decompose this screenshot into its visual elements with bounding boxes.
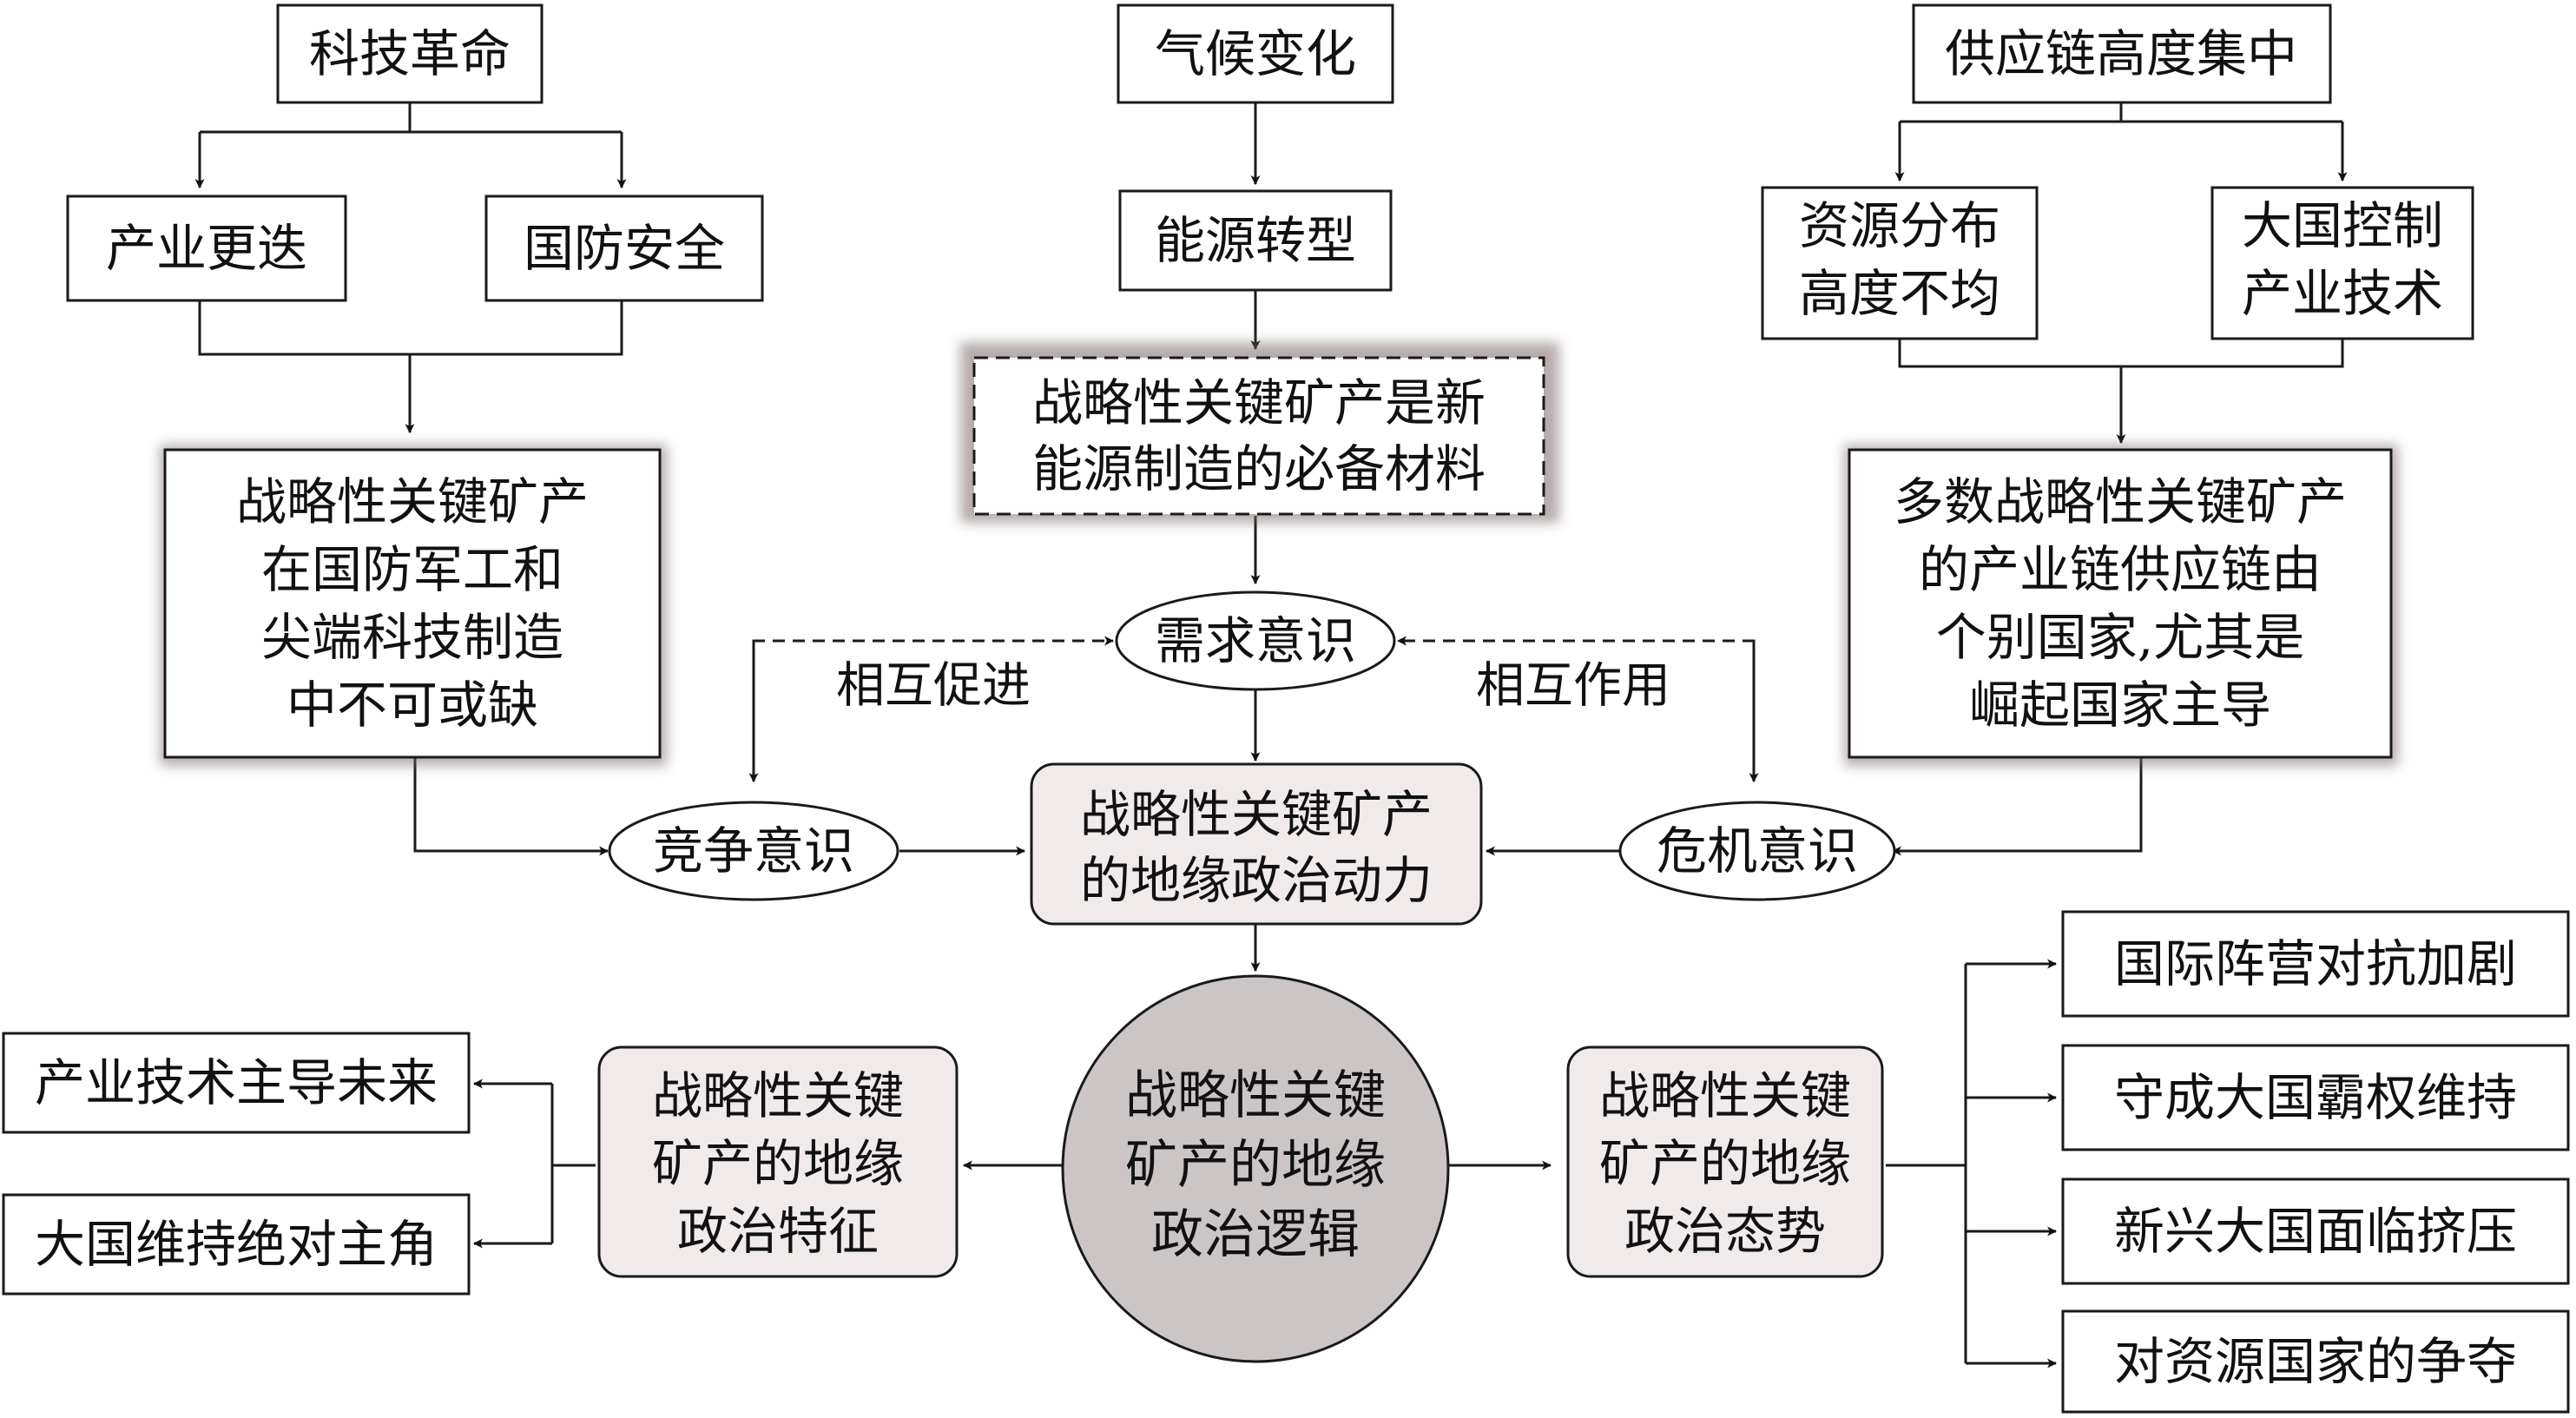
situation-item-label: 守成大国霸权维持 (2114, 1068, 2517, 1127)
node-label-line: 政治态势 (1624, 1202, 1826, 1261)
node-label-line: 大国控制 (2242, 196, 2443, 255)
node-label-line: 矿产的地缘 (1125, 1135, 1386, 1196)
node-label-line: 战略性关键 (1125, 1065, 1386, 1126)
node-label-line: 战略性关键矿产 (236, 472, 589, 531)
situation-item-label: 新兴大国面临挤压 (2114, 1202, 2517, 1261)
node-label-line: 矿产的地缘 (652, 1134, 904, 1193)
node-label: 能源转型 (1155, 211, 1356, 270)
node-label-line: 崛起国家主导 (1969, 676, 2271, 735)
node-label-line: 高度不均 (1799, 264, 2000, 323)
node-label: 气候变化 (1155, 24, 1356, 83)
node-new-energy-materials: 战略性关键矿产是新 能源制造的必备材料 (960, 342, 1559, 523)
situation-item: 守成大国霸权维持 (2061, 1044, 2570, 1151)
node-label: 科技革命 (309, 24, 511, 83)
node-label-line: 资源分布 (1799, 196, 2000, 255)
node-label-line: 的地缘政治动力 (1080, 851, 1433, 910)
node-competition-awareness: 竞争意识 (608, 801, 899, 901)
node-label-line: 多数战略性关键矿产 (1894, 472, 2347, 531)
node-label: 危机意识 (1657, 821, 1858, 880)
node-label-line: 的产业链供应链由 (1919, 540, 2322, 599)
node-label-line: 矿产的地缘 (1599, 1134, 1851, 1193)
node-label: 供应链高度集中 (1945, 24, 2297, 83)
feature-item: 产业技术主导未来 (2, 1032, 471, 1134)
node-demand-awareness: 需求意识 (1115, 590, 1396, 691)
node-geopolitical-logic: 战略性关键 矿产的地缘 政治逻辑 (1061, 974, 1450, 1363)
node-energy-transition: 能源转型 (1118, 189, 1393, 292)
situation-item-label: 国际阵营对抗加剧 (2114, 934, 2517, 993)
node-resource-uneven: 资源分布 高度不均 (1761, 186, 2039, 340)
node-defense-critical-minerals: 战略性关键矿产 在国防军工和 尖端科技制造 中不可或缺 (160, 445, 667, 766)
node-label-line: 战略性关键矿产 (1080, 785, 1433, 844)
node-industry-update: 产业更迭 (66, 195, 347, 302)
node-label-line: 战略性关键 (1599, 1066, 1851, 1125)
edge-label-mutual-promotion: 相互促进 (836, 658, 1031, 715)
node-label-line: 战略性关键 (652, 1066, 904, 1125)
feature-item-label: 产业技术主导未来 (35, 1053, 438, 1112)
node-crisis-awareness: 危机意识 (1618, 801, 1896, 901)
connectors (194, 102, 2348, 1369)
node-label-line: 在国防军工和 (261, 540, 563, 599)
node-label-line: 战略性关键矿产是新 (1032, 373, 1486, 432)
situation-item: 新兴大国面临挤压 (2061, 1177, 2570, 1285)
node-label-line: 中不可或缺 (287, 676, 538, 735)
situation-item: 对资源国家的争夺 (2061, 1309, 2570, 1414)
node-geopolitical-situation: 战略性关键 矿产的地缘 政治态势 (1566, 1045, 1884, 1278)
node-label-line: 尖端科技制造 (261, 608, 563, 667)
node-tech-revolution: 科技革命 (276, 3, 544, 104)
node-label: 竞争意识 (653, 821, 854, 880)
node-supply-chain-concentration: 供应链高度集中 (1912, 3, 2332, 104)
node-label: 产业更迭 (106, 219, 307, 278)
node-label: 国防安全 (524, 219, 725, 278)
feature-item: 大国维持绝对主角 (2, 1193, 471, 1296)
node-label: 需求意识 (1155, 611, 1356, 670)
node-label-line: 能源制造的必备材料 (1032, 439, 1486, 498)
node-geopolitical-features: 战略性关键 矿产的地缘 政治特征 (597, 1045, 959, 1278)
node-supply-chain-dominated: 多数战略性关键矿产 的产业链供应链由 个别国家,尤其是 崛起国家主导 (1844, 445, 2398, 766)
node-geopolitical-driver: 战略性关键矿产 的地缘政治动力 (1030, 762, 1483, 926)
edge-label-mutual-interaction: 相互作用 (1476, 658, 1670, 715)
node-climate-change: 气候变化 (1117, 3, 1394, 104)
feature-item-label: 大国维持绝对主角 (35, 1215, 438, 1274)
node-label-line: 个别国家,尤其是 (1936, 608, 2304, 667)
node-label-line: 产业技术 (2242, 264, 2443, 323)
node-national-defense: 国防安全 (484, 195, 764, 302)
node-power-control: 大国控制 产业技术 (2210, 186, 2474, 340)
node-label-line: 政治特征 (677, 1202, 879, 1261)
situation-item: 国际阵营对抗加剧 (2061, 910, 2570, 1018)
situation-item-label: 对资源国家的争夺 (2114, 1332, 2517, 1391)
node-label-line: 政治逻辑 (1151, 1204, 1360, 1265)
